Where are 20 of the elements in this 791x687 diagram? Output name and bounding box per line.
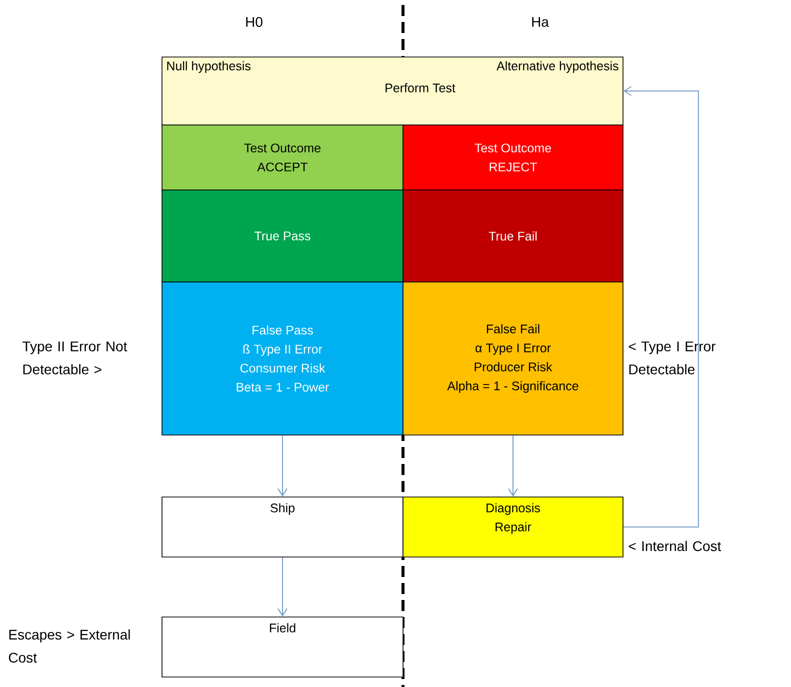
test-band: Null hypothesis Alternative hypothesis Perform Test (162, 56, 624, 126)
outcome-cell: Test Outcome ACCEPT (162, 124, 404, 190)
side-note: Escapes > External Cost (8, 629, 130, 663)
side-note: < Type I Error Detectable (628, 342, 716, 374)
process-box: Diagnosis Repair (402, 496, 624, 558)
column-header: H0 (246, 17, 262, 27)
outcome-cell: Test Outcome REJECT (402, 124, 624, 190)
arrow (508, 434, 518, 497)
process-box: Ship (162, 496, 404, 558)
error-cell: False Pass ß Type II Error Consumer Risk Beta = 1 - Power (162, 282, 404, 436)
result-cell: True Fail (402, 190, 624, 282)
process-box: Field (162, 616, 404, 678)
error-cell: False Fail α Type I Error Producer Risk Alpha = 1 - Significance (402, 282, 624, 436)
result-cell: True Pass (162, 190, 404, 282)
side-note: < Internal Cost (628, 540, 722, 552)
side-note: Type II Error Not Detectable > (22, 342, 128, 374)
arrow (278, 556, 288, 617)
arrow (622, 86, 699, 528)
arrow (278, 434, 288, 497)
column-header: Ha (532, 17, 549, 27)
